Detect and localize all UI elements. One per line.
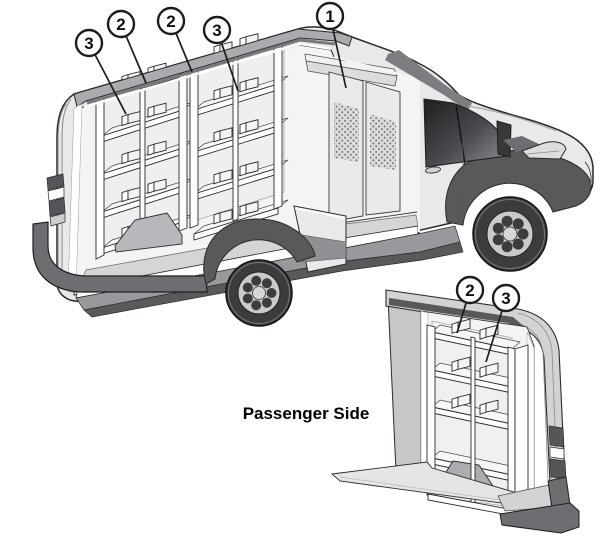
rear-pillar-seal bbox=[61, 98, 72, 282]
headlight-line bbox=[526, 150, 560, 155]
taillight-segment bbox=[549, 458, 567, 480]
callout-number: 3 bbox=[501, 289, 510, 308]
callout-circle bbox=[491, 283, 521, 313]
shelf-end-board bbox=[273, 37, 283, 210]
bumper-bottom bbox=[499, 502, 580, 534]
partition-mesh-left bbox=[334, 102, 359, 162]
inset-bumper bbox=[499, 476, 580, 534]
callout-circle bbox=[106, 9, 136, 39]
taillight-segment bbox=[549, 446, 565, 460]
spoke-hole bbox=[251, 275, 262, 286]
headlight bbox=[521, 141, 567, 160]
inset-taillight bbox=[548, 425, 567, 480]
rear-pillar-seal bbox=[57, 103, 67, 278]
partition-base-line bbox=[332, 211, 418, 225]
spoke-hole bbox=[242, 293, 253, 304]
hub-cap bbox=[252, 286, 266, 300]
spoke-hole bbox=[261, 278, 272, 289]
callout-number: 3 bbox=[212, 21, 221, 40]
a-pillar-band bbox=[385, 50, 472, 111]
callout-2: 2 bbox=[455, 275, 485, 334]
spoke-hole bbox=[251, 300, 262, 311]
callout-number: 1 bbox=[325, 7, 334, 26]
shelf-unit-right bbox=[189, 31, 289, 241]
callout-3: 3 bbox=[74, 28, 127, 115]
callout-3: 3 bbox=[485, 283, 521, 363]
rear-pillar bbox=[46, 98, 83, 293]
rear-wheel-arch bbox=[203, 218, 316, 285]
door-top-cut-edge bbox=[333, 56, 419, 80]
body-cut-panel-edge bbox=[294, 207, 346, 219]
rear-wheel bbox=[225, 259, 293, 327]
taillight-segment bbox=[548, 425, 565, 448]
spoke-hole bbox=[501, 215, 513, 227]
callout-3: 3 bbox=[202, 15, 239, 92]
hood-crease bbox=[467, 105, 557, 132]
spoke-hole bbox=[501, 241, 513, 253]
roof-cut-edge bbox=[83, 42, 332, 109]
callout-number: 2 bbox=[116, 15, 125, 34]
taillight-segment bbox=[48, 197, 66, 217]
callout-circle bbox=[315, 1, 345, 31]
spoke-hole bbox=[517, 228, 529, 240]
shelf-upright bbox=[139, 86, 146, 241]
callout-circle bbox=[74, 28, 104, 58]
inset-header-band bbox=[389, 298, 534, 347]
callout-2: 2 bbox=[106, 9, 147, 84]
spoke-hole bbox=[512, 238, 524, 250]
frame-seal-line bbox=[517, 312, 558, 479]
taillight bbox=[46, 173, 66, 227]
shelf-end-board bbox=[189, 64, 199, 229]
callout-group-main: 3 2 2 3 1 bbox=[74, 1, 347, 115]
shelf-side-panel bbox=[514, 344, 529, 510]
taillight-segment bbox=[46, 173, 65, 191]
spoke-hole bbox=[492, 234, 504, 246]
cab bbox=[385, 50, 592, 220]
partition-mesh-right bbox=[370, 114, 396, 170]
spoke-hole bbox=[261, 297, 272, 308]
side-mirror bbox=[496, 120, 512, 158]
front-wheel bbox=[472, 196, 548, 272]
tire-tread bbox=[475, 199, 545, 269]
callout-number: 2 bbox=[465, 281, 474, 300]
shelf-upright bbox=[470, 336, 476, 505]
spoke-hole bbox=[512, 218, 524, 230]
door-handle bbox=[425, 166, 441, 174]
van-cutaway-inset bbox=[330, 289, 580, 534]
window-divider bbox=[455, 104, 466, 165]
shelf-end-board bbox=[507, 346, 516, 510]
taillight-segment bbox=[47, 186, 65, 202]
callout-number: 3 bbox=[84, 34, 93, 53]
inset-left-pillar bbox=[387, 296, 422, 473]
inset-caption: Passenger Side bbox=[243, 404, 370, 423]
shelf-unit-inset bbox=[426, 318, 529, 517]
callout-circle bbox=[202, 15, 232, 45]
roof-band-stripe bbox=[86, 38, 336, 105]
taillight-segment bbox=[49, 212, 66, 227]
door-seam bbox=[460, 142, 464, 220]
shelf-end-board bbox=[178, 70, 188, 232]
van-cutaway-main bbox=[32, 26, 594, 327]
callout-number: 2 bbox=[166, 12, 175, 31]
callout-circle bbox=[156, 6, 186, 36]
shelf-end-board bbox=[95, 97, 105, 260]
spoke-hole bbox=[266, 288, 277, 298]
tire-tread bbox=[228, 262, 290, 324]
callout-2: 2 bbox=[156, 6, 193, 73]
callout-1: 1 bbox=[315, 1, 347, 89]
spoke-hole bbox=[242, 282, 253, 293]
hub-cap bbox=[502, 226, 518, 242]
inset-floor-line bbox=[339, 476, 529, 505]
overhead-tray bbox=[305, 60, 398, 87]
partition bbox=[304, 53, 418, 225]
callout-circle bbox=[455, 275, 485, 305]
spoke-hole bbox=[492, 222, 504, 234]
wheel-well-hump bbox=[114, 212, 183, 253]
front-edge-line bbox=[584, 161, 592, 195]
